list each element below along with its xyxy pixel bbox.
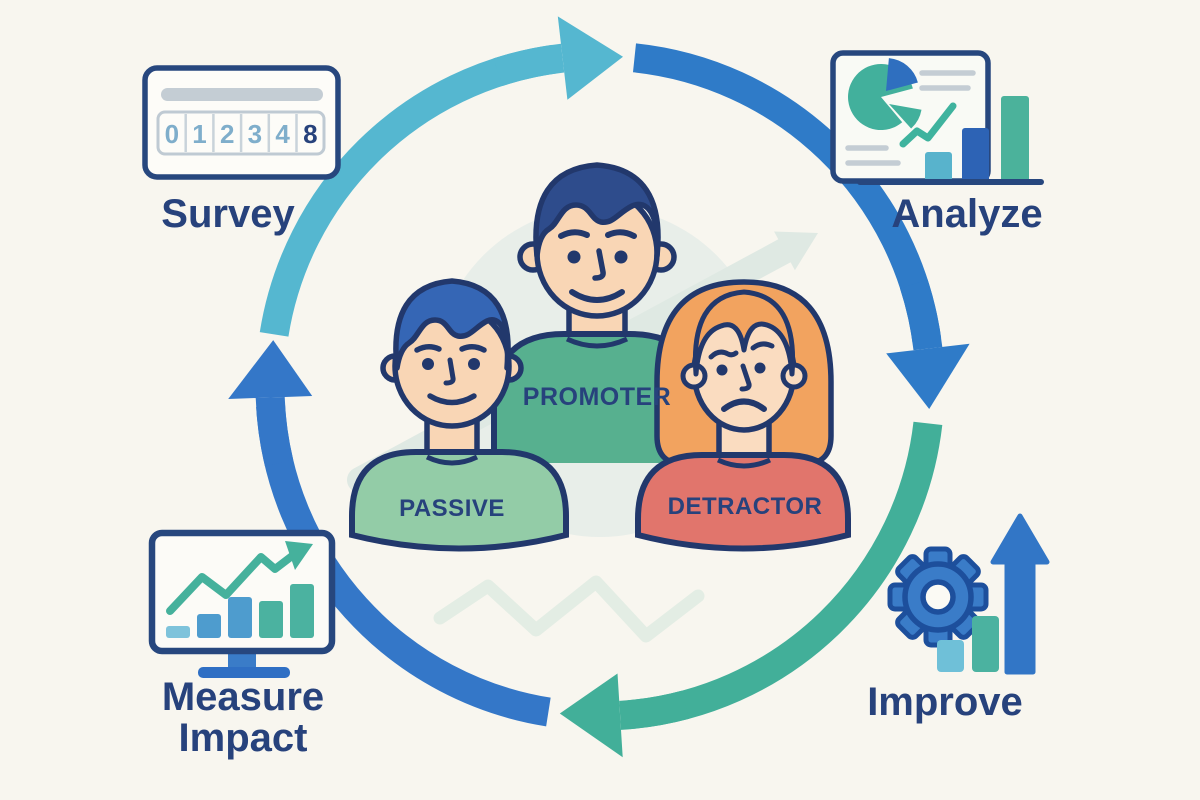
detractor-collar bbox=[716, 457, 772, 469]
survey-digit-1: 1 bbox=[192, 119, 206, 149]
promoter-collar bbox=[565, 336, 629, 349]
watermark-zigzag bbox=[433, 575, 705, 643]
cycle-stub-top bbox=[493, 43, 565, 87]
cycle-arc-analyze-to-improve bbox=[632, 43, 942, 343]
stage-label-measure-line1: Measure bbox=[161, 675, 325, 719]
improve-icon bbox=[887, 513, 1050, 675]
survey-digit-3: 3 bbox=[248, 119, 262, 149]
persona-detractor bbox=[635, 279, 851, 552]
cycle-arrowhead-top bbox=[553, 11, 628, 105]
survey-title-bar bbox=[161, 88, 323, 101]
cycle-stub-left bbox=[255, 396, 294, 467]
stage-label-measure-line2: Impact bbox=[178, 716, 308, 760]
growth-bars-icon bbox=[937, 616, 999, 672]
detractor-features bbox=[708, 341, 775, 412]
trend-line-icon bbox=[899, 102, 957, 148]
persona-label-detractor: DETRACTOR bbox=[667, 493, 823, 520]
cycle-arrowhead-left bbox=[223, 335, 317, 404]
passive-collar bbox=[425, 454, 479, 466]
cycle-arc-measure-to-survey bbox=[256, 405, 551, 727]
survey-digit-2: 2 bbox=[220, 119, 234, 149]
cycle-arc-improve-to-measure bbox=[627, 421, 943, 730]
stage-label-improve: Improve bbox=[867, 680, 1023, 724]
cycle-stub-bottom bbox=[618, 690, 690, 730]
monitor-trend-arrowhead bbox=[285, 541, 313, 570]
pie-chart-icon bbox=[848, 58, 922, 130]
bar-chart-icon bbox=[925, 96, 1029, 184]
text-placeholder-lines bbox=[845, 70, 976, 166]
persona-label-promoter: PROMOTER bbox=[522, 383, 672, 411]
persona-promoter bbox=[491, 162, 703, 463]
monitor-bar-chart-icon bbox=[166, 584, 314, 638]
persona-passive bbox=[349, 278, 569, 552]
persona-label-passive: PASSIVE bbox=[399, 495, 505, 522]
passive-torso bbox=[349, 449, 569, 552]
passive-hair bbox=[393, 278, 511, 371]
up-arrow-icon bbox=[990, 513, 1050, 675]
survey-scale-digits: 0 1 2 3 4 8 bbox=[165, 119, 318, 149]
stage-label-measure-impact: Measure Impact bbox=[162, 677, 324, 759]
stage-label-analyze: Analyze bbox=[891, 192, 1043, 236]
cycle-arc-survey-to-analyze bbox=[259, 44, 557, 337]
detractor-bangs bbox=[692, 289, 796, 377]
cycle-ring bbox=[223, 11, 975, 762]
monitor-trend-line-icon bbox=[166, 549, 300, 615]
passive-features bbox=[414, 344, 487, 406]
promoter-features bbox=[558, 229, 637, 303]
survey-scale-separators bbox=[184, 114, 298, 152]
monitor-base bbox=[198, 667, 290, 678]
promoter-hair bbox=[533, 162, 661, 259]
survey-digit-0: 0 bbox=[165, 119, 179, 149]
analyze-card-icon bbox=[830, 50, 1044, 185]
watermark-trend-arrowhead bbox=[774, 231, 818, 271]
gear-icon bbox=[887, 546, 989, 648]
cycle-arrowhead-bottom bbox=[555, 669, 628, 762]
cycle-arrowhead-right bbox=[881, 339, 975, 414]
personas-group bbox=[349, 162, 851, 552]
survey-digit-4: 4 bbox=[275, 119, 290, 149]
survey-digit-8: 8 bbox=[303, 119, 317, 149]
measure-monitor-icon bbox=[148, 529, 336, 678]
cycle-stub-right bbox=[899, 279, 943, 351]
detractor-torso bbox=[635, 452, 851, 552]
survey-card-icon: 0 1 2 3 4 8 bbox=[142, 65, 341, 180]
stage-label-survey: Survey bbox=[161, 192, 295, 236]
